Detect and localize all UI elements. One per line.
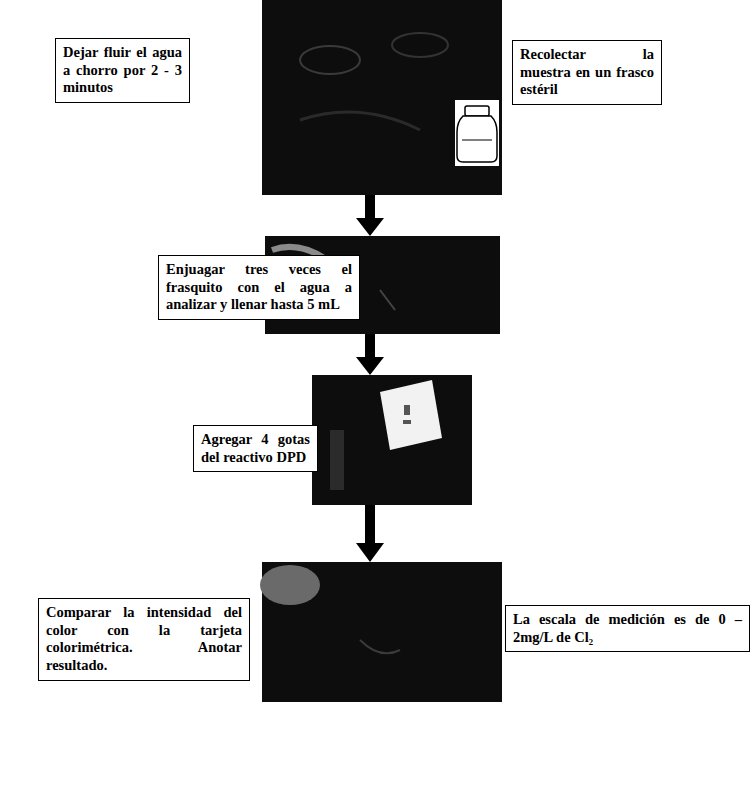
- step-text: Dejar fluir el agua a chorro por 2 - 3 m…: [63, 44, 182, 97]
- step-box: Agregar 4 gotas del reactivo DPD: [193, 425, 318, 472]
- down-arrow: [356, 195, 384, 236]
- step-box: Dejar fluir el agua a chorro por 2 - 3 m…: [55, 38, 190, 103]
- jar-icon: [455, 100, 499, 166]
- step-box: Recolectar la muestra en un frasco estér…: [512, 40, 662, 105]
- step-box: Enjuagar tres veces el frasquito con el …: [158, 255, 360, 320]
- step-text: La escala de medición es de 0 – 2mg/L de…: [513, 611, 742, 646]
- step-text: Comparar la intensidad del color con la …: [46, 604, 242, 675]
- step-text: Recolectar la muestra en un frasco estér…: [520, 46, 654, 99]
- down-arrow: [356, 334, 384, 375]
- photo-4: [260, 562, 502, 702]
- step-box: Comparar la intensidad del color con la …: [38, 598, 250, 681]
- down-arrow: [356, 505, 384, 562]
- photo-1: [262, 0, 502, 195]
- step-text: Enjuagar tres veces el frasquito con el …: [166, 261, 352, 314]
- step-box: La escala de medición es de 0 – 2mg/L de…: [505, 605, 750, 652]
- step-text: Agregar 4 gotas del reactivo DPD: [201, 431, 310, 466]
- photo-3: [312, 375, 472, 505]
